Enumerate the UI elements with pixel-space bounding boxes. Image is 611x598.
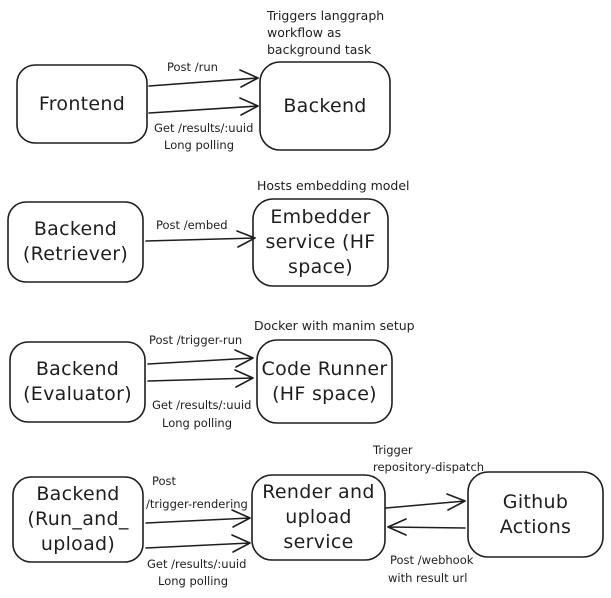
- embedder-service-node: Embedder service (HF space): [253, 199, 388, 286]
- arrow-frontend-backend-get: [148, 97, 259, 116]
- backend-run-and-upload-node-label-line2: (Run_and_: [27, 508, 129, 530]
- embedder-service-node-label-line3: space): [288, 256, 353, 278]
- code-runner-node-box: [256, 339, 393, 424]
- backend-evaluator-node-box: [9, 341, 146, 423]
- edge-label-post-run: Post /run: [167, 60, 218, 74]
- edge-label-long-polling-row1: Long polling: [164, 138, 234, 152]
- edge-label-long-polling-row4: Long polling: [158, 574, 228, 588]
- code-runner-node-label-line2: (HF space): [272, 382, 377, 405]
- arrow-evaluator-runner-get: [147, 369, 254, 388]
- arrow-retriever-embedder-post: [145, 230, 256, 248]
- backend-node: Backend: [260, 62, 390, 150]
- arrow-frontend-backend-post: [148, 69, 259, 88]
- edge-label-post-trigger-rendering-line2: /trigger-rendering: [146, 497, 248, 511]
- backend-annotation-line3: background task: [267, 42, 372, 57]
- backend-annotation-line1: Triggers langgraph: [267, 8, 385, 23]
- edge-label-post-trigger-rendering-line1: Post: [152, 474, 177, 488]
- arrow-evaluator-runner-post: [147, 349, 254, 368]
- edge-label-get-results-uuid-row1: Get /results/:uuid: [154, 121, 254, 135]
- code-runner-node-label-line1: Code Runner: [261, 357, 388, 380]
- backend-annotation: Triggers langgraph workflow as backgroun…: [267, 7, 384, 58]
- edge-label-post-webhook-line2: with result url: [388, 571, 468, 585]
- backend-retriever-node-label-line2: (Retriever): [22, 243, 129, 265]
- backend-retriever-node-box: [7, 201, 144, 283]
- backend-annotation-line2: workflow as: [267, 25, 342, 40]
- arrow-runupload-render-get: [145, 534, 251, 553]
- frontend-node: Frontend: [17, 65, 147, 143]
- arrow-runupload-render-post: [145, 509, 251, 528]
- backend-node-label: Backend: [283, 94, 367, 117]
- code-runner-node: Code Runner (HF space): [257, 340, 392, 423]
- backend-run-and-upload-node-box: [12, 476, 144, 563]
- backend-evaluator-node-label-line1: Backend: [35, 358, 120, 380]
- backend-run-and-upload-node-label-line3: upload): [40, 533, 116, 555]
- render-upload-service-node: Render and upload service: [252, 475, 385, 560]
- edge-label-trigger-repository-dispatch-line1: Trigger: [373, 443, 413, 457]
- edge-label-long-polling-row3: Long polling: [162, 416, 232, 430]
- github-actions-node-box: [467, 471, 604, 558]
- github-actions-node-label-line2: Actions: [499, 515, 572, 538]
- embedder-service-node-label-line2: service (HF: [265, 231, 376, 253]
- edge-label-post-trigger-run: Post /trigger-run: [149, 333, 243, 347]
- github-actions-node-label-line1: Github: [502, 490, 569, 513]
- render-upload-service-node-box: [251, 474, 386, 561]
- github-actions-node: Github Actions: [468, 472, 603, 557]
- embedder-service-node-label-line1: Embedder: [270, 206, 371, 228]
- arrow-github-render-webhook: [387, 518, 466, 536]
- backend-evaluator-node-label-line2: (Evaluator): [23, 383, 132, 405]
- embedder-annotation: Hosts embedding model: [257, 178, 410, 193]
- edge-label-post-webhook-line1: Post /webhook: [390, 553, 474, 567]
- arrow-render-github-trigger: [385, 493, 466, 511]
- edge-label-get-results-uuid-row3: Get /results/:uuid: [152, 398, 252, 412]
- render-upload-service-node-label-line3: service: [283, 531, 354, 553]
- edge-label-trigger-repository-dispatch-line2: repository-dispatch: [373, 460, 485, 474]
- edge-label-post-embed: Post /embed: [156, 218, 228, 232]
- edge-label-get-results-uuid-row4: Get /results/:uuid: [147, 557, 247, 571]
- frontend-node-box: [16, 64, 148, 144]
- render-upload-service-node-label-line2: upload: [285, 506, 352, 528]
- code-runner-annotation: Docker with manim setup: [254, 318, 415, 333]
- backend-node-box: [259, 61, 391, 151]
- backend-run-and-upload-node: Backend (Run_and_ upload): [13, 477, 143, 562]
- backend-evaluator-node: Backend (Evaluator): [10, 342, 145, 422]
- embedder-service-node-box: [252, 198, 389, 287]
- frontend-node-label: Frontend: [38, 92, 126, 115]
- backend-retriever-node-label-line1: Backend: [33, 218, 118, 240]
- render-upload-service-node-label-line1: Render and: [262, 481, 375, 503]
- backend-retriever-node: Backend (Retriever): [8, 202, 143, 282]
- backend-run-and-upload-node-label-line1: Backend: [36, 483, 120, 505]
